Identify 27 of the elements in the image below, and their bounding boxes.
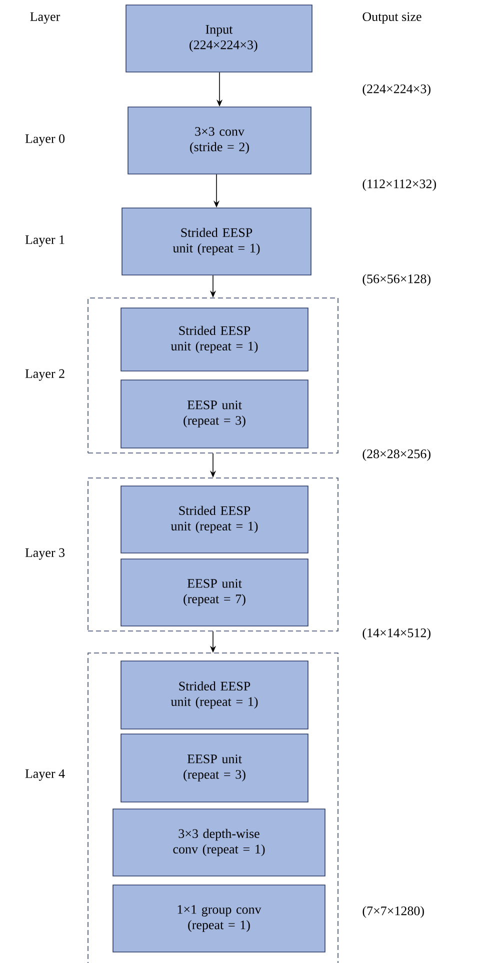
process-box: Strided EESP unit (repeat = 1) — [120, 486, 308, 554]
layer-label: Layer 0 — [25, 134, 65, 146]
layer-label: Layer — [30, 12, 60, 24]
layer-label: Layer 1 — [25, 235, 64, 247]
process-box: EESP unit (repeat = 3) — [120, 380, 308, 448]
layer-label: Layer 4 — [25, 769, 65, 781]
output-size-label: (112×112×32) — [362, 179, 436, 191]
output-size-label: (224×224×3) — [362, 84, 430, 96]
process-box: 3×3 depth-wise conv (repeat = 1) — [112, 808, 326, 876]
process-box: 3×3 conv (stride = 2) — [128, 106, 312, 174]
output-size-label: (28×28×256) — [362, 449, 430, 461]
process-box: Input (224×224×3) — [126, 4, 312, 72]
process-box: Strided EESP unit (repeat = 1) — [120, 308, 308, 372]
process-box: 1×1 group conv (repeat = 1) — [112, 884, 326, 952]
dashed-group-box — [88, 478, 338, 632]
dashed-group-box — [88, 298, 338, 454]
process-box: Strided EESP unit (repeat = 1) — [122, 208, 312, 276]
output-size-label: (7×7×1280) — [362, 906, 424, 918]
output-size-label: (14×14×512) — [362, 628, 430, 640]
dashed-group-box — [88, 652, 338, 963]
process-box: Strided EESP unit (repeat = 1) — [120, 660, 308, 730]
process-box: EESP unit (repeat = 7) — [120, 558, 308, 626]
process-box: EESP unit (repeat = 3) — [120, 734, 308, 802]
layer-label: Layer 2 — [25, 369, 64, 381]
output-size-label: (56×56×128) — [362, 274, 430, 286]
layer-label: Layer 3 — [25, 548, 65, 560]
output-size-label: Output size — [362, 12, 422, 24]
